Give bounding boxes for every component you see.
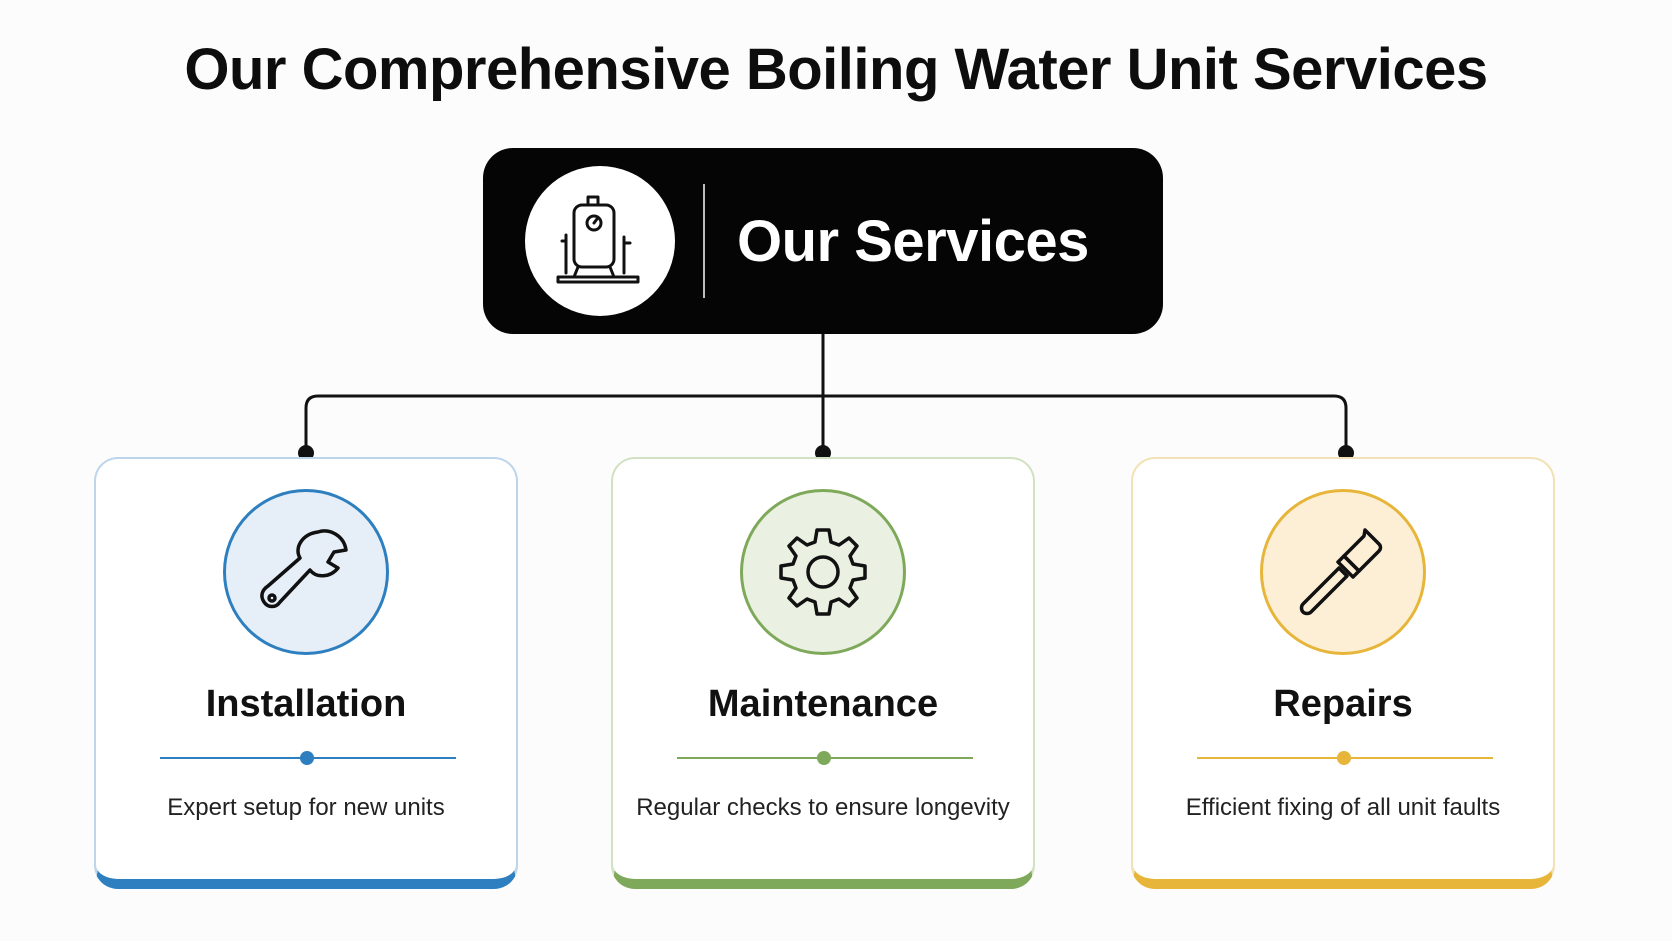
services-hub: Our Services [483, 148, 1163, 334]
divider-dot [817, 751, 831, 765]
service-card-maintenance: Maintenance Regular checks to ensure lon… [611, 457, 1035, 889]
divider-dot [1337, 751, 1351, 765]
service-name: Installation [205, 683, 407, 725]
hub-label: Our Services [737, 209, 1089, 274]
gear-icon [779, 528, 867, 616]
service-name: Maintenance [707, 683, 939, 725]
service-icon-circle [1260, 489, 1426, 655]
service-card-installation: Installation Expert setup for new units [94, 457, 518, 889]
screwdriver-icon [1299, 528, 1383, 616]
service-icon-circle [740, 489, 906, 655]
divider-dot [300, 751, 314, 765]
service-name: Repairs [1273, 683, 1413, 725]
boiling-water-unit-icon [525, 166, 675, 316]
service-card-repairs: Repairs Efficient fixing of all unit fau… [1131, 457, 1555, 889]
service-description: Regular checks to ensure longevity [636, 794, 1010, 821]
service-description: Efficient fixing of all unit faults [1185, 794, 1501, 821]
wrench-icon [260, 529, 348, 609]
page-title: Our Comprehensive Boiling Water Unit Ser… [184, 37, 1488, 102]
service-icon-circle [223, 489, 389, 655]
service-description: Expert setup for new units [167, 794, 445, 821]
hub-divider [703, 184, 705, 298]
